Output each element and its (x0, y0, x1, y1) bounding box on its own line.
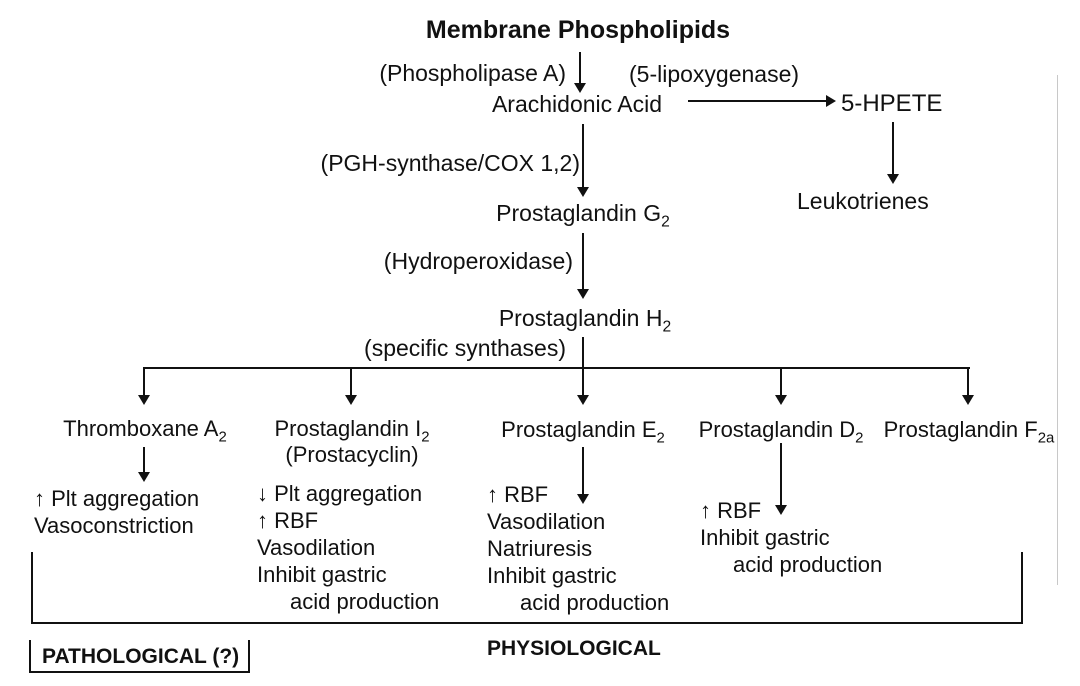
enzyme-label-specific-synthases: (specific synthases) (364, 335, 566, 361)
physiological-bracket-left (31, 552, 33, 624)
effects-thromboxane: ↑ Plt aggregation Vasoconstriction (34, 485, 199, 539)
physiological-bracket-right (1021, 552, 1023, 624)
arrow-branch-pgi2-icon (345, 367, 357, 405)
effects-prostacyclin: ↓ Plt aggregation ↑ RBF Vasodilation Inh… (257, 480, 439, 615)
effect-item: Inhibit gastric (487, 563, 617, 588)
effect-item: ↑ RBF (700, 498, 762, 523)
node-leukotrienes: Leukotrienes (797, 188, 929, 214)
scan-artifact-line (1057, 75, 1058, 585)
effect-item: Vasodilation (257, 535, 376, 560)
effect-item: ↑ RBF (487, 482, 549, 507)
arrow-branch-pge2-icon (577, 367, 589, 405)
enzyme-label-pgh-synthase-cox: (PGH-synthase/COX 1,2) (320, 150, 580, 176)
effects-pgd2: ↑ RBF Inhibit gastric acid production (700, 497, 882, 578)
physiological-bracket-bottom (31, 622, 1023, 624)
node-prostaglandin-g2: Prostaglandin G2 (496, 200, 670, 231)
node-5-hpete: 5-HPETE (841, 90, 943, 117)
arrow-pge2-to-effects-icon (577, 447, 589, 504)
branch-line (144, 367, 970, 369)
effect-item: acid production (733, 552, 883, 577)
effect-item: acid production (520, 590, 670, 615)
enzyme-label-phospholipase-a: (Phospholipase A) (379, 60, 566, 86)
node-prostaglandin-d2: Prostaglandin D2 (698, 417, 864, 447)
arrow-membrane-to-arachidonic-icon (574, 52, 586, 93)
node-prostaglandin-e2: Prostaglandin E2 (501, 417, 665, 447)
arrow-thromboxane-to-effects-icon (138, 447, 150, 482)
effect-item: ↑ RBF (257, 508, 319, 533)
pathological-bracket-left (29, 640, 31, 673)
connector-pgh2-to-branch-line (582, 337, 584, 369)
arrow-arachidonic-to-pgg2-icon (577, 124, 589, 197)
node-membrane-phospholipids: Membrane Phospholipids (425, 16, 731, 44)
effect-item: ↑ Plt aggregation (34, 486, 200, 511)
arrow-pgg2-to-pgh2-icon (577, 233, 589, 299)
pathological-bracket-bottom (29, 671, 250, 673)
node-thromboxane-a2: Thromboxane A2 (63, 416, 227, 446)
label-physiological: PHYSIOLOGICAL (487, 637, 661, 660)
effect-item: Vasoconstriction (34, 513, 194, 538)
effect-item: Inhibit gastric (257, 562, 387, 587)
node-prostaglandin-f2a: Prostaglandin F2a (883, 417, 1055, 447)
enzyme-label-hydroperoxidase: (Hydroperoxidase) (383, 248, 573, 274)
effect-item: Vasodilation (487, 509, 606, 534)
node-prostacyclin-subtitle: (Prostacyclin) (285, 442, 419, 467)
effects-pge2: ↑ RBF Vasodilation Natriuresis Inhibit g… (487, 481, 669, 616)
pathological-bracket-right (248, 640, 250, 673)
effect-item: Natriuresis (487, 536, 593, 561)
effect-item: Inhibit gastric (700, 525, 830, 550)
arrow-hpete-to-leukotrienes-icon (887, 122, 899, 184)
label-pathological: PATHOLOGICAL (?) (42, 645, 240, 668)
arrow-branch-pgd2-icon (775, 367, 787, 405)
node-arachidonic-acid: Arachidonic Acid (491, 91, 663, 117)
effect-item: ↓ Plt aggregation (257, 481, 423, 506)
arrow-branch-pgf2a-icon (962, 367, 974, 405)
node-prostaglandin-i2: Prostaglandin I2 (274, 416, 430, 446)
arrow-pgd2-to-effects-icon (775, 443, 787, 515)
arrow-branch-thromboxane-icon (138, 367, 150, 405)
arrow-arachidonic-to-hpete-icon (688, 95, 836, 107)
node-prostaglandin-h2: Prostaglandin H2 (498, 305, 672, 336)
enzyme-label-5-lipoxygenase: (5-lipoxygenase) (629, 61, 800, 87)
effect-item: acid production (290, 589, 440, 614)
